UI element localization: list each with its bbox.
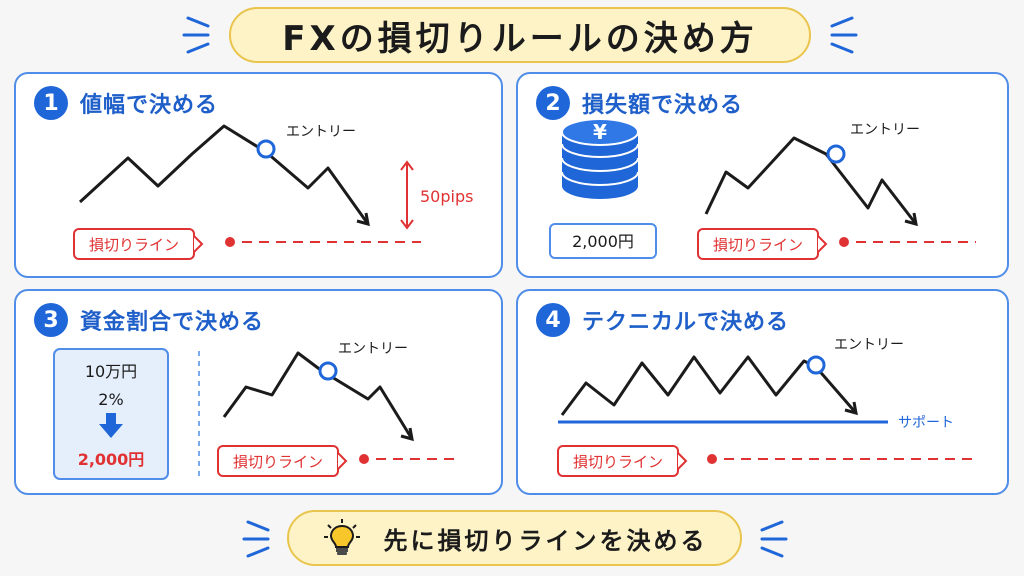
stop-line-label: 損切りライン	[573, 453, 663, 471]
entry-label: エントリー	[850, 122, 920, 138]
amount-label: 2,000円	[572, 232, 634, 251]
amount-box	[549, 223, 657, 259]
footer-burst-right	[760, 520, 788, 558]
entry-marker	[318, 361, 338, 381]
title-burst-left	[182, 16, 210, 54]
stop-line-label: 損切りライン	[713, 236, 803, 254]
entry-marker	[806, 355, 826, 375]
stop-line-label: 損切りライン	[233, 453, 323, 471]
title-banner: FXの損切りルールの決め方	[229, 7, 811, 63]
result-label: 2,000円	[78, 450, 145, 469]
stop-line-callout	[697, 228, 828, 260]
stop-point	[225, 237, 235, 247]
card4-diagram: エントリー サポート 損切りライン	[557, 337, 976, 477]
card-number-1: 1	[34, 86, 68, 120]
card1-diagram: エントリー 50pips 損切りライン	[73, 124, 473, 260]
stop-line-callout	[557, 445, 688, 477]
arrow-head	[400, 427, 414, 442]
support-label: サポート	[898, 415, 954, 431]
card-title-3: 資金割合で決める	[80, 310, 265, 335]
footer-banner: 先に損切りラインを決める	[287, 510, 742, 566]
price-line	[78, 124, 370, 225]
footer-burst-left	[242, 520, 270, 558]
card-number-3: 3	[34, 303, 68, 337]
distance-label: 50pips	[420, 187, 473, 206]
price-line	[704, 136, 918, 225]
card-loss-amount: 2 損失額で決める ¥ 2,000円 エントリー 損切りライン	[516, 72, 1009, 278]
entry-label: エントリー	[286, 124, 356, 140]
page-title: FXの損切りルールの決め方	[282, 18, 758, 59]
stop-point	[839, 237, 849, 247]
arrow-head	[356, 212, 370, 227]
stop-line-label: 損切りライン	[89, 236, 179, 254]
entry-marker	[826, 144, 846, 164]
card-technical: 4 テクニカルで決める エントリー サポート 損切りライン	[516, 289, 1009, 495]
lightbulb-icon	[323, 519, 360, 555]
arrow-head	[904, 212, 918, 227]
arrow-head	[844, 401, 858, 416]
stop-point	[359, 454, 369, 464]
card2-diagram: ¥ 2,000円 エントリー 損切りライン	[549, 118, 976, 260]
entry-marker	[256, 139, 276, 159]
entry-label: エントリー	[338, 341, 408, 357]
stop-point	[707, 454, 717, 464]
card-number-2: 2	[536, 86, 570, 120]
capital-label: 10万円	[85, 362, 137, 381]
card-title-1: 値幅で決める	[80, 93, 219, 118]
coin-stack-icon	[561, 118, 639, 199]
distance-arrow	[400, 160, 414, 230]
card-price-range: 1 値幅で決める エントリー 50pips 損切りライン	[14, 72, 503, 278]
card-capital-ratio: 3 資金割合で決める 10万円 2% 2,000円 エントリー 損切りライン	[14, 289, 503, 495]
arrow-down-icon	[99, 413, 123, 438]
card-title-2: 損失額で決める	[582, 93, 744, 118]
card-title-4: テクニカルで決める	[582, 310, 790, 335]
card3-diagram: 10万円 2% 2,000円 エントリー 損切りライン	[53, 341, 460, 480]
stop-line-callout	[73, 228, 204, 260]
stop-line-callout	[217, 445, 348, 477]
entry-label: エントリー	[834, 337, 904, 353]
percent-label: 2%	[98, 390, 123, 409]
title-burst-right	[830, 16, 858, 54]
yen-icon: ¥	[593, 120, 607, 144]
price-line	[222, 351, 414, 440]
footer-text: 先に損切りラインを決める	[383, 526, 708, 555]
card-number-4: 4	[536, 303, 570, 337]
price-line	[560, 355, 858, 416]
